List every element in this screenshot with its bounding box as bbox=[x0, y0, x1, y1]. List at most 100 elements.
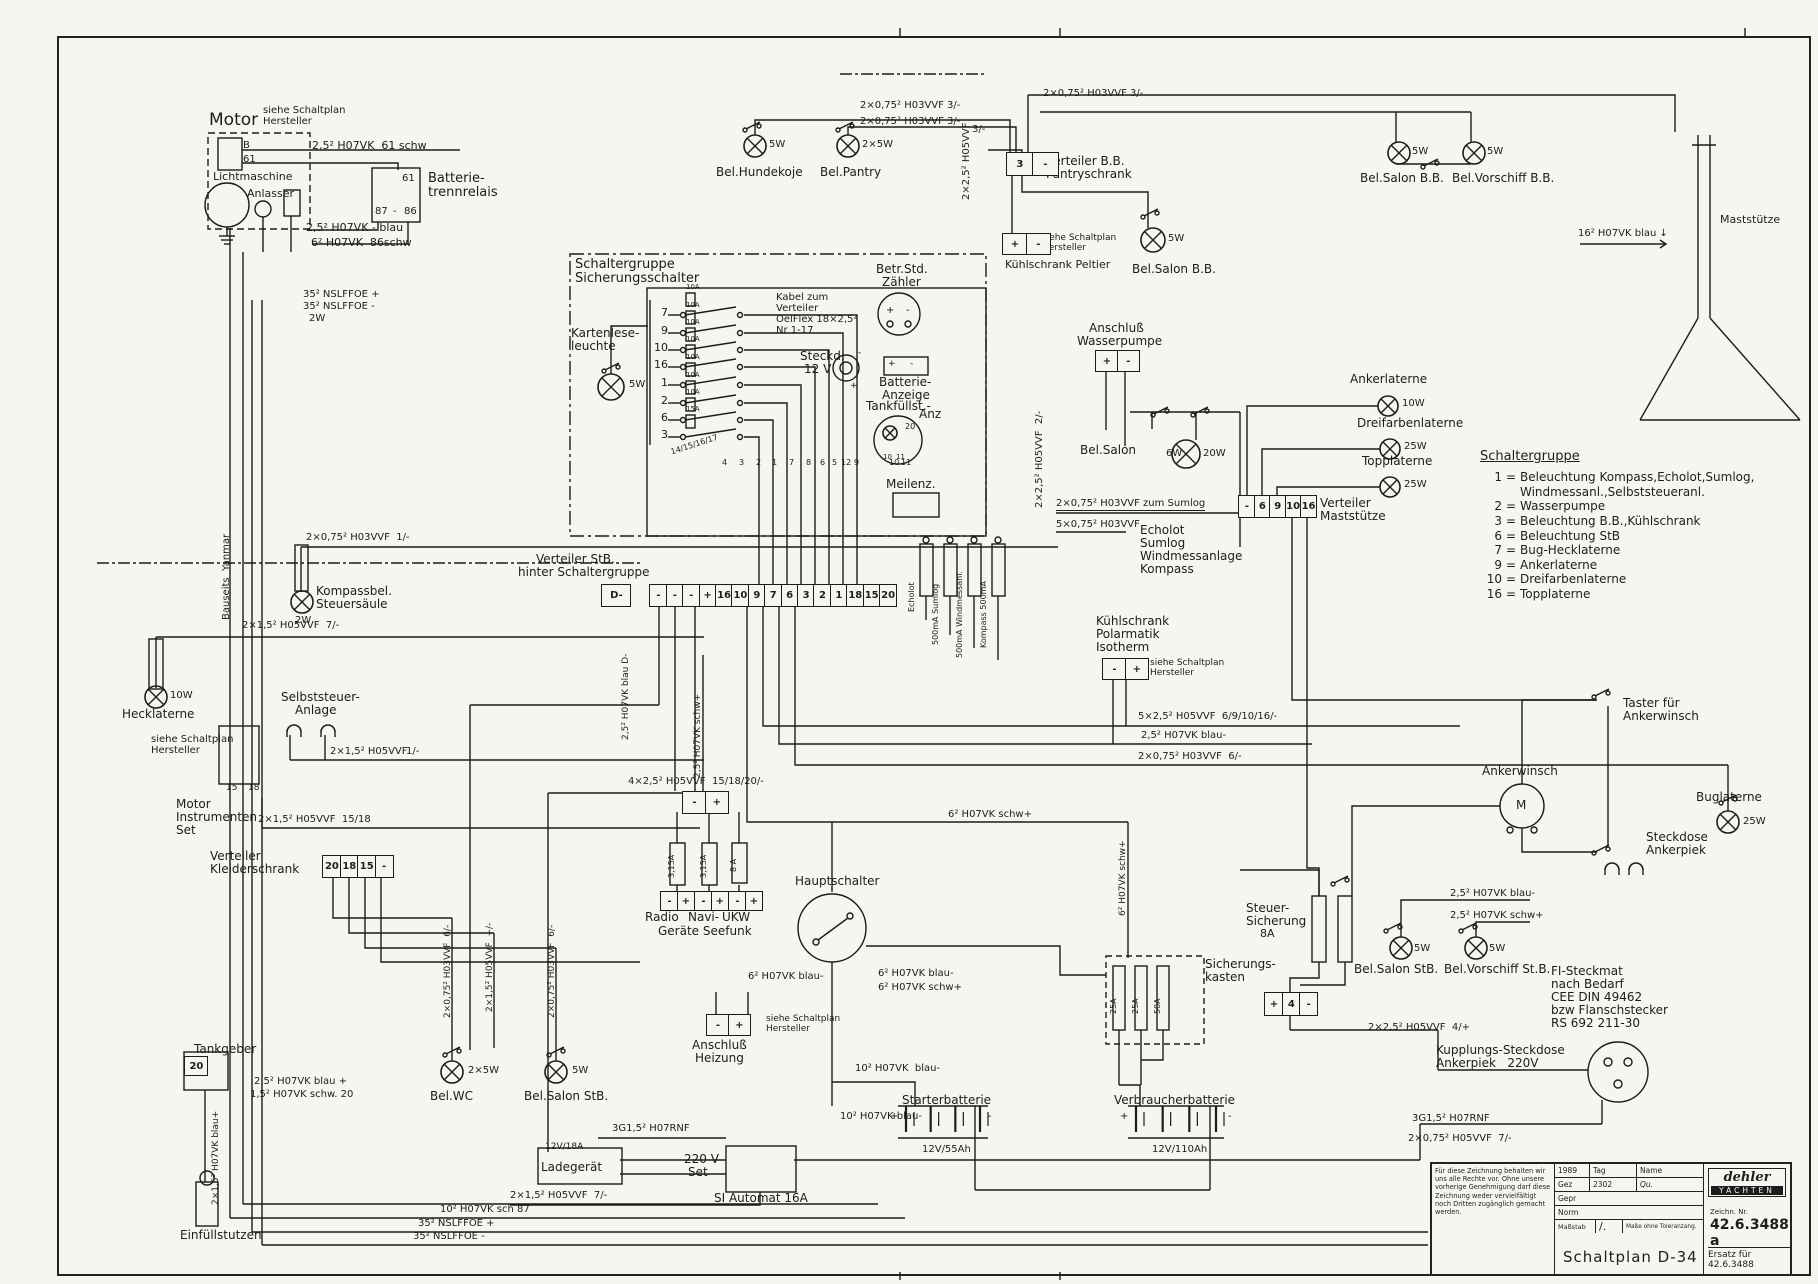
diagram-label: Verteiler StB. bbox=[536, 552, 615, 566]
diagram-label: Sicherungsschalter bbox=[575, 271, 700, 286]
symbol bbox=[601, 368, 607, 374]
diagram-label: 2×5W bbox=[468, 1065, 499, 1076]
title-block-right: dehler YACHTEN Zeichn. Nr. 42.6.3488 a E… bbox=[1704, 1164, 1790, 1274]
terminal-cell: - bbox=[1031, 152, 1059, 176]
diagram-label: Sicherung bbox=[1246, 914, 1307, 928]
terminal-cell: - bbox=[682, 791, 707, 814]
plug-icon bbox=[286, 724, 302, 733]
terminal-strip: +- bbox=[1002, 233, 1051, 255]
wire bbox=[510, 1192, 761, 1206]
wire bbox=[988, 149, 1023, 152]
replaces-note: Ersatz für 42.6.3488 bbox=[1708, 1247, 1790, 1270]
diagram-label: Hauptschalter bbox=[795, 874, 880, 888]
symbol bbox=[835, 127, 841, 133]
diagram-label: 12V/110Ah bbox=[1152, 1144, 1208, 1155]
diagram-label: + bbox=[890, 1111, 899, 1122]
terminal-cell: - bbox=[665, 584, 684, 607]
symbol bbox=[1397, 924, 1403, 930]
diagram-label: 11 bbox=[901, 458, 912, 467]
symbol bbox=[1587, 1041, 1649, 1103]
wire bbox=[744, 314, 858, 584]
wire bbox=[1291, 516, 1596, 701]
plug-icon bbox=[1604, 862, 1620, 871]
diagram-label: Schaltergruppe bbox=[575, 257, 675, 272]
terminal-cell: + bbox=[698, 584, 717, 607]
diagram-label: 6² H07VK blau- bbox=[878, 968, 954, 979]
symbol-box bbox=[217, 137, 243, 171]
diagram-label: 3,15A bbox=[667, 854, 676, 878]
diagram-label: 3G1,5² H07RNF bbox=[1412, 1113, 1490, 1124]
diagram-label: Steckdose bbox=[1646, 830, 1708, 844]
diagram-label: Hersteller bbox=[151, 745, 200, 756]
wire bbox=[684, 394, 737, 404]
wire bbox=[1240, 869, 1320, 896]
symbol bbox=[994, 536, 1002, 544]
wire bbox=[242, 162, 399, 170]
legend-item: Windmessanl.,Selbststeueranl. bbox=[1520, 484, 1705, 499]
wire bbox=[745, 121, 761, 130]
terminal-cell: - bbox=[682, 584, 701, 607]
switch-number-label: 1 bbox=[661, 376, 668, 389]
symbol-box bbox=[537, 1147, 623, 1185]
symbol bbox=[736, 399, 744, 407]
symbol bbox=[1458, 928, 1464, 934]
tb-gez: Gez bbox=[1555, 1178, 1590, 1191]
symbol bbox=[1164, 408, 1170, 414]
terminal-cell: - bbox=[1116, 350, 1140, 372]
diagram-label: Verteiler bbox=[210, 849, 261, 863]
diagram-label: 25W bbox=[1404, 479, 1427, 490]
diagram-label: 5 bbox=[832, 458, 838, 467]
diagram-label: Bel.Salon StB. bbox=[524, 1089, 609, 1103]
diagram-label: Echolot bbox=[1140, 523, 1185, 537]
diagram-label: Einfüllstutzen bbox=[180, 1228, 262, 1242]
tb-col-tag: Tag bbox=[1590, 1164, 1637, 1177]
switch-number-label: 6 bbox=[661, 411, 668, 424]
diagram-label: Motor bbox=[209, 110, 259, 130]
diagram-label: Navi- bbox=[688, 910, 720, 924]
wire bbox=[364, 876, 556, 949]
symbol bbox=[1150, 412, 1156, 418]
symbol-box bbox=[218, 725, 260, 785]
wire bbox=[1119, 1084, 1141, 1106]
diagram-label: + bbox=[888, 359, 896, 369]
symbol-box bbox=[685, 362, 696, 377]
diagram-label: 220 V bbox=[684, 1152, 719, 1166]
diagram-label: 25A bbox=[1109, 998, 1118, 1014]
terminal-cell: + bbox=[1124, 658, 1149, 680]
terminal-cell: 20 bbox=[184, 1056, 209, 1076]
diagram-label: 35² NSLFFOE - bbox=[303, 301, 375, 312]
diagram-label: Verteiler bbox=[776, 303, 819, 314]
symbol-box bbox=[685, 292, 696, 307]
terminal-cell: - bbox=[649, 584, 668, 607]
wire bbox=[744, 436, 760, 584]
diagram-label: 2,5² H07VK blau- bbox=[1141, 730, 1227, 741]
diagram-label: Kühlschrank bbox=[1096, 614, 1170, 628]
symbol bbox=[736, 416, 744, 424]
symbol bbox=[1603, 1057, 1613, 1067]
diagram-label: 5W bbox=[572, 1065, 589, 1076]
terminal-cell: 20 bbox=[322, 855, 342, 878]
terminal-cell: 7 bbox=[764, 584, 783, 607]
diagram-label: siehe Schaltplan bbox=[1150, 658, 1225, 668]
wire bbox=[1333, 875, 1349, 884]
diagram-label: Set bbox=[176, 823, 196, 837]
diagram-label: siehe Schaltplan bbox=[151, 734, 234, 745]
diagram-label: siehe Schaltplan bbox=[263, 105, 346, 116]
symbol bbox=[1591, 694, 1597, 700]
wire bbox=[1143, 208, 1159, 217]
terminal-strip: -+ bbox=[682, 791, 729, 814]
symbol bbox=[742, 127, 748, 133]
wire bbox=[261, 798, 700, 829]
diagram-label: Hecklaterne bbox=[122, 707, 195, 721]
symbol-box bbox=[371, 167, 421, 223]
terminal-cell: + bbox=[1264, 992, 1284, 1016]
diagram-label: 8 bbox=[806, 458, 812, 467]
diagram-label: 2,5² H07VK blau D- bbox=[621, 653, 631, 740]
diagram-label: 10 bbox=[883, 453, 892, 461]
terminal-strip: +- bbox=[1095, 350, 1140, 372]
diagram-label: 1 bbox=[772, 458, 778, 467]
diagram-label: Bel.Vorschiff B.B. bbox=[1452, 171, 1555, 185]
symbol bbox=[812, 938, 820, 946]
